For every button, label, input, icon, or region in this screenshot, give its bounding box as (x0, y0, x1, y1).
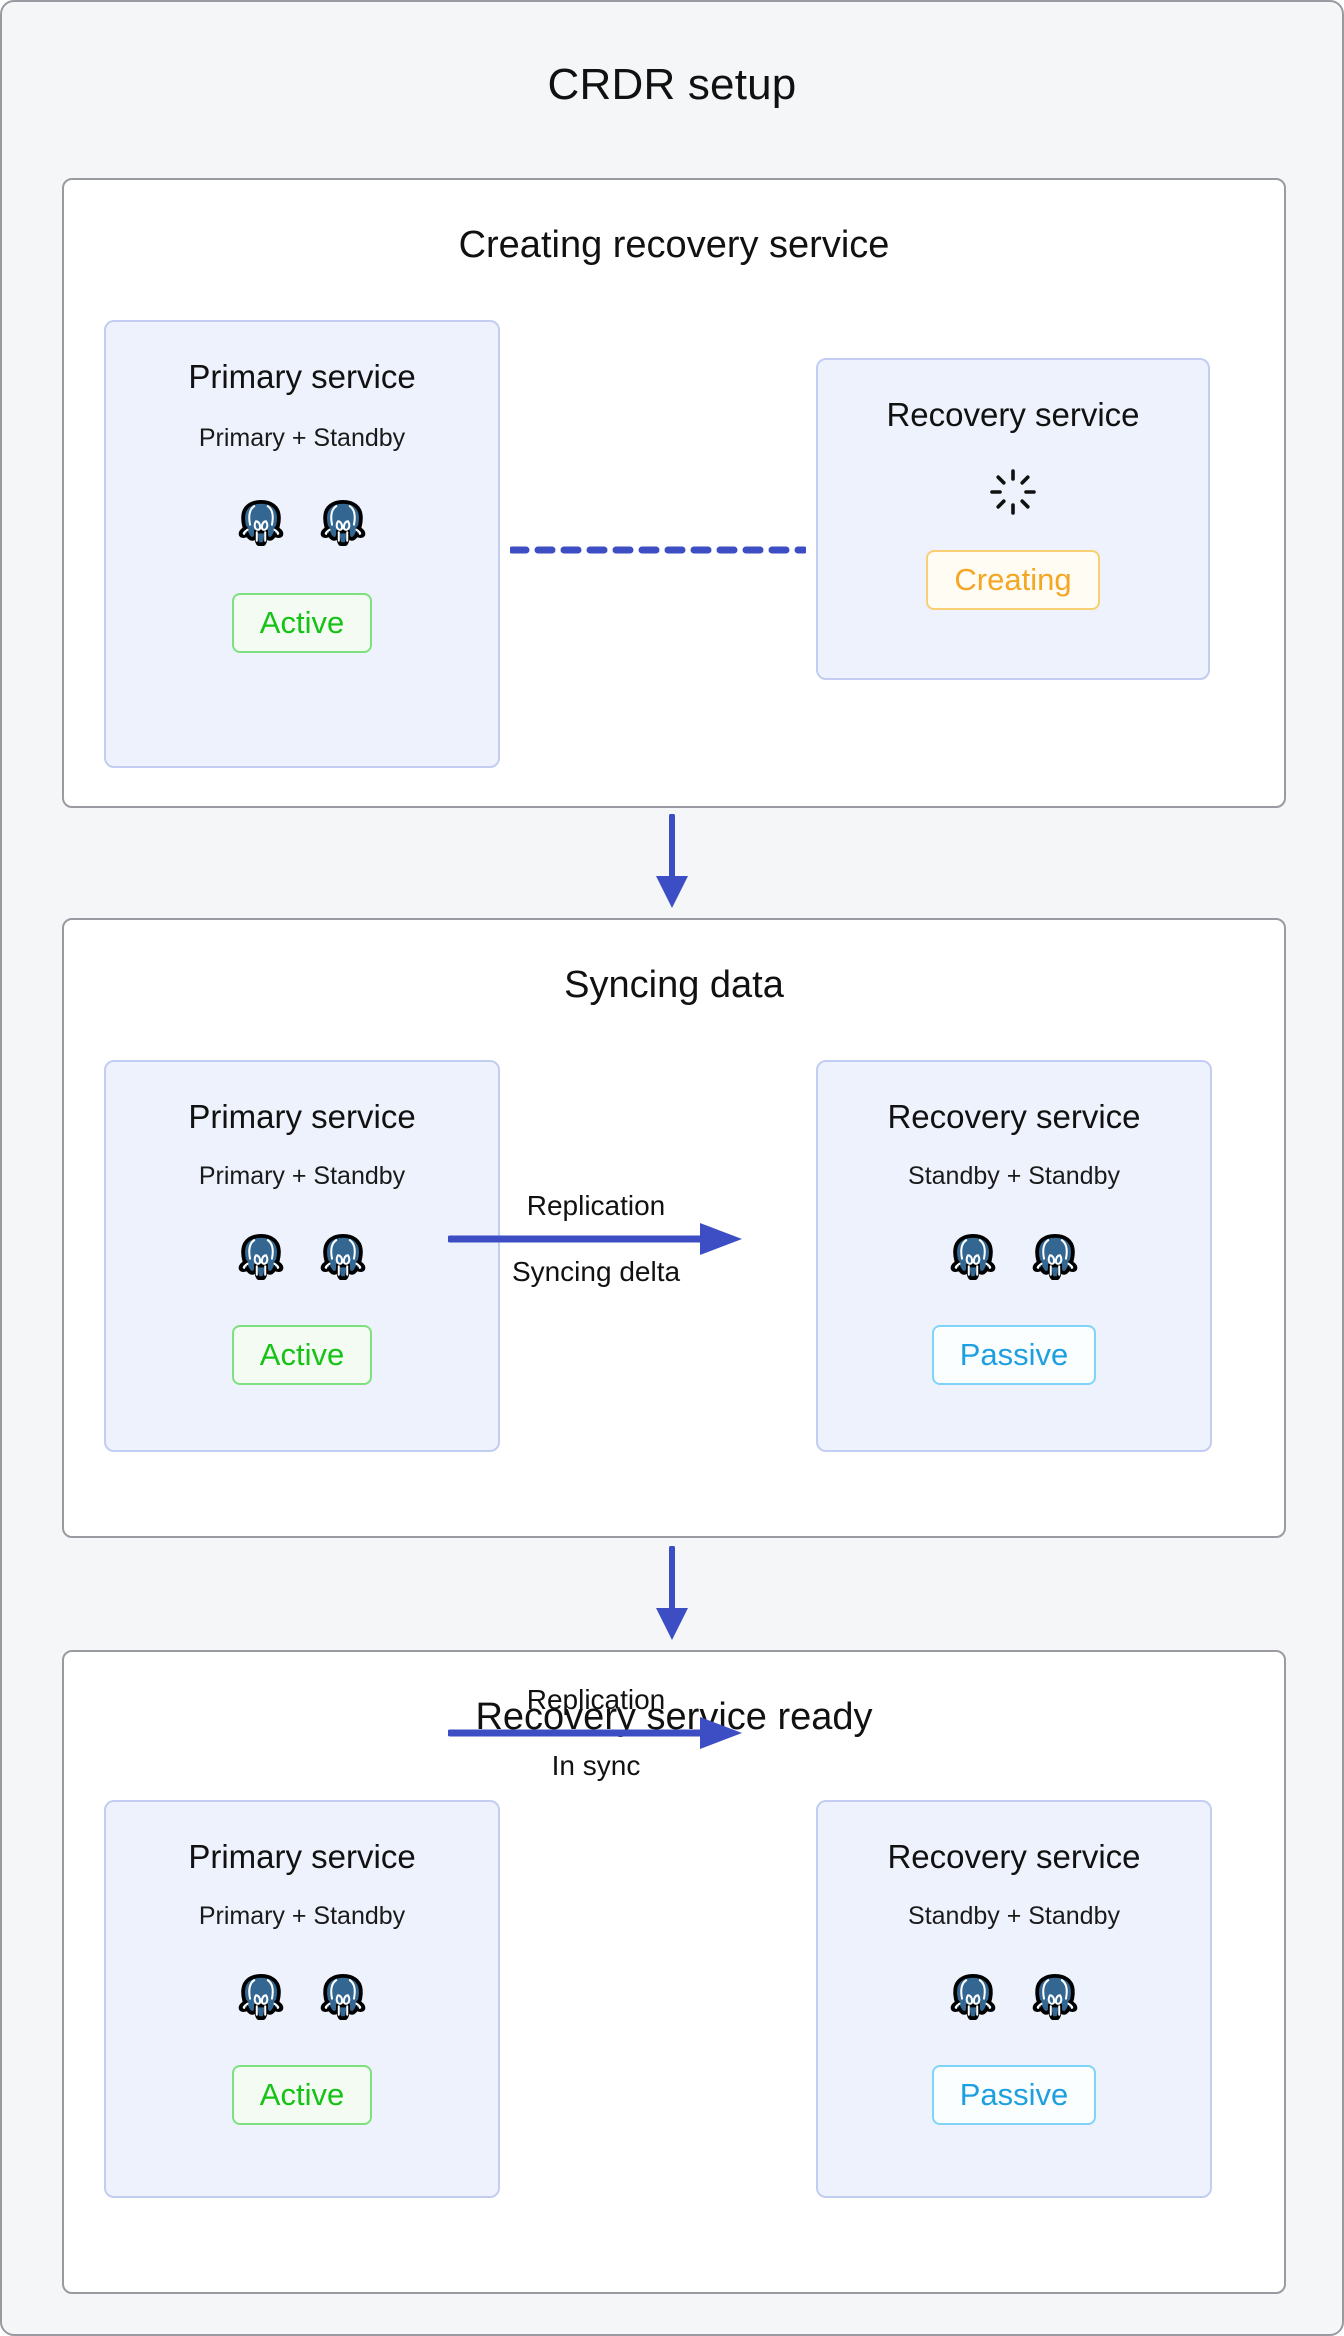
postgresql-elephant-icon (320, 1974, 366, 2020)
service-subtitle: Standby + Standby (908, 1902, 1120, 1930)
replication-label-bottom: Syncing delta (511, 1256, 681, 1287)
service-name: Primary service (188, 358, 416, 395)
service-subtitle: Primary + Standby (198, 1162, 406, 1190)
node-icon-group (234, 1969, 370, 2025)
stage-panel-creating-recovery-service: Creating recovery service Primary servic… (62, 178, 1286, 808)
postgresql-elephant-icon (950, 1974, 996, 2020)
service-box-primary: Primary service Primary + Standby (104, 320, 500, 768)
replication-label-bottom: In sync (551, 1750, 641, 1781)
service-name: Recovery service (887, 1838, 1141, 1875)
postgresql-elephant-icon (320, 500, 366, 546)
postgresql-elephant-icon (1032, 1974, 1078, 2020)
flow-arrow-down (656, 814, 688, 908)
service-name: Primary service (188, 1098, 416, 1135)
node-icon-group (234, 495, 370, 551)
status-badge-active: Active (231, 1325, 373, 1385)
status-badge-active: Active (231, 2065, 373, 2125)
page-title: CRDR setup (547, 60, 797, 109)
service-name: Primary service (188, 1838, 416, 1875)
flow-arrow-down (656, 1546, 688, 1640)
status-badge-creating: Creating (926, 550, 1100, 610)
postgresql-elephant-icon (238, 1974, 284, 2020)
replication-arrow-right (448, 1717, 742, 1749)
status-badge-active: Active (231, 593, 373, 653)
service-subtitle: Primary + Standby (198, 1902, 406, 1930)
stage-title: Creating recovery service (458, 224, 890, 266)
spinner-icon (990, 469, 1036, 515)
replication-connector: Replication In sync (448, 1684, 744, 1782)
service-name: Recovery service (887, 1098, 1141, 1135)
postgresql-elephant-icon (1032, 1234, 1078, 1280)
stage-panel-syncing-data: Syncing data Primary service Primary + S… (62, 918, 1286, 1538)
replication-label-top: Replication (526, 1190, 666, 1221)
replication-label-top: Replication (526, 1684, 666, 1715)
status-badge-passive: Passive (931, 2065, 1097, 2125)
postgresql-elephant-icon (320, 1234, 366, 1280)
service-box-recovery: Recovery service Creating (816, 358, 1210, 680)
service-box-recovery: Recovery service Standby + Standby (816, 1800, 1212, 2198)
service-subtitle: Primary + Standby (198, 424, 406, 452)
node-icon-group (946, 1229, 1082, 1285)
node-icon-group (946, 1969, 1082, 2025)
node-icon-group (234, 1229, 370, 1285)
service-name: Recovery service (886, 396, 1140, 433)
replication-arrow-right (448, 1223, 742, 1255)
replication-connector: Replication Syncing delta (448, 1190, 744, 1288)
stage-panel-recovery-service-ready: Recovery service ready Primary service P… (62, 1650, 1286, 2294)
stage-title: Syncing data (564, 964, 784, 1006)
status-badge-passive: Passive (931, 1325, 1097, 1385)
service-subtitle: Standby + Standby (908, 1162, 1120, 1190)
postgresql-elephant-icon (238, 1234, 284, 1280)
dashed-connector-line (510, 546, 806, 554)
postgresql-elephant-icon (238, 500, 284, 546)
service-box-primary: Primary service Primary + Standby (104, 1060, 500, 1452)
service-box-primary: Primary service Primary + Standby (104, 1800, 500, 2198)
postgresql-elephant-icon (950, 1234, 996, 1280)
service-box-recovery: Recovery service Standby + Standby (816, 1060, 1212, 1452)
